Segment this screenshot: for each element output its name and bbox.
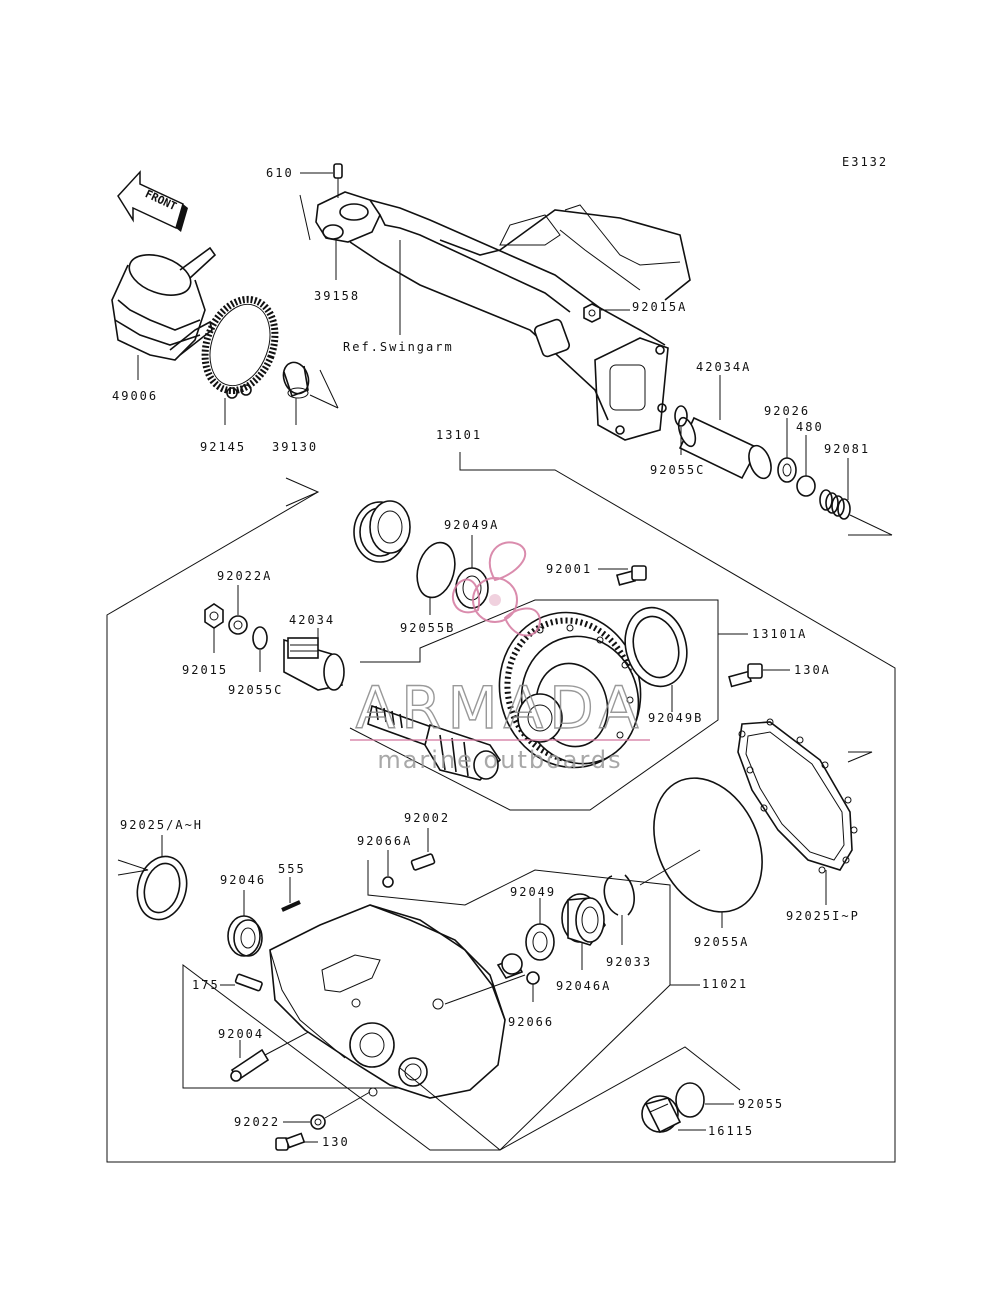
front-direction-arrow: FRONT — [117, 170, 188, 232]
label-130: 130 — [322, 1135, 350, 1149]
label-49006: 49006 — [112, 389, 158, 403]
label-39158: 39158 — [314, 289, 360, 303]
watermark-brand: ARMADA — [355, 674, 644, 742]
label-ref-swingarm: Ref.Swingarm — [343, 340, 454, 354]
washer-92022A — [228, 585, 248, 635]
seal-92049 — [525, 898, 555, 961]
shim-92025A-H — [117, 835, 188, 921]
gasket-92025I-P — [737, 718, 873, 905]
bolt-130A — [728, 663, 790, 688]
label-92055B: 92055B — [400, 621, 455, 635]
nut-92015 — [204, 603, 224, 653]
label-92015A: 92015A — [632, 300, 687, 314]
label-11021: 11021 — [702, 977, 748, 991]
circlip-92033 — [603, 874, 635, 945]
bolt-610 — [300, 163, 343, 198]
label-92026: 92026 — [764, 404, 810, 418]
label-92002: 92002 — [404, 811, 450, 825]
label-92022: 92022 — [234, 1115, 280, 1129]
oring-92055C — [252, 626, 268, 650]
label-13101: 13101 — [436, 428, 482, 442]
spring-92081 — [819, 458, 893, 536]
oring-92055A — [653, 777, 763, 913]
label-92055C: 92055C — [228, 683, 283, 697]
bolt-92001 — [598, 565, 647, 586]
label-39130: 39130 — [272, 440, 318, 454]
oring-92055 — [675, 1082, 734, 1118]
bolt-130 — [275, 1132, 318, 1151]
label-92055C-top: 92055C — [650, 463, 705, 477]
label-92049: 92049 — [510, 885, 556, 899]
bearing-92046A — [561, 893, 606, 970]
washer-92066A — [382, 850, 394, 888]
bearing-92046 — [227, 890, 263, 957]
label-92046: 92046 — [220, 873, 266, 887]
label-42034: 42034 — [289, 613, 335, 627]
seal-92049A — [455, 535, 489, 609]
propeller-icon — [451, 541, 542, 637]
label-92055: 92055 — [738, 1097, 784, 1111]
washer-92022 — [283, 1091, 371, 1130]
label-92055A: 92055A — [694, 935, 749, 949]
label-92033: 92033 — [606, 955, 652, 969]
stud-175 — [220, 973, 263, 992]
label-92001: 92001 — [546, 562, 592, 576]
spring-92145 — [201, 295, 279, 425]
label-13101A: 13101A — [752, 627, 807, 641]
watermark-tagline: marine outboards — [377, 746, 622, 774]
cap-16115 — [641, 1095, 706, 1134]
coupling-42034 — [283, 628, 345, 691]
label-555: 555 — [278, 862, 306, 876]
label-130A: 130A — [794, 663, 831, 677]
label-42034A: 42034A — [696, 360, 751, 374]
label-92081: 92081 — [824, 442, 870, 456]
label-92066A: 92066A — [357, 834, 412, 848]
label-92004: 92004 — [218, 1027, 264, 1041]
label-92015: 92015 — [182, 663, 228, 677]
boot-49006 — [111, 246, 217, 380]
washer-92026 — [777, 418, 797, 483]
ring-480 — [796, 435, 816, 497]
label-92049B: 92049B — [648, 711, 703, 725]
label-92025I-P: 92025I~P — [786, 909, 860, 923]
ball-92066 — [526, 971, 540, 985]
label-175: 175 — [192, 978, 220, 992]
gear-case-housing — [269, 904, 526, 1099]
bearing-13101 — [353, 500, 411, 563]
sleeve-42034A — [677, 375, 772, 480]
diagram-code: E3132 — [842, 155, 888, 169]
watermark-logo: ARMADA marine outboards — [350, 541, 650, 774]
label-92145: 92145 — [200, 440, 246, 454]
plug-92002 — [410, 828, 436, 871]
label-92066: 92066 — [508, 1015, 554, 1029]
swingarm-reference — [299, 191, 691, 441]
assembly-frame-13101 — [106, 452, 896, 1163]
cap-frame — [399, 1046, 741, 1151]
pin-555 — [281, 877, 301, 912]
nut-92015A — [583, 303, 630, 323]
oring-92055C-top — [674, 405, 688, 427]
label-92025A-H: 92025/A~H — [120, 818, 203, 832]
label-92046A: 92046A — [556, 979, 611, 993]
label-610: 610 — [266, 166, 294, 180]
label-92049A: 92049A — [444, 518, 499, 532]
bushing-39130 — [282, 361, 339, 425]
label-92022A: 92022A — [217, 569, 272, 583]
label-480: 480 — [796, 420, 824, 434]
ring-gear — [498, 611, 642, 769]
pinion-gear — [367, 704, 502, 781]
ring-gear-frame — [349, 599, 719, 811]
oring-92055B — [416, 541, 456, 599]
label-16115: 16115 — [708, 1124, 754, 1138]
seal-92049B — [624, 606, 688, 712]
